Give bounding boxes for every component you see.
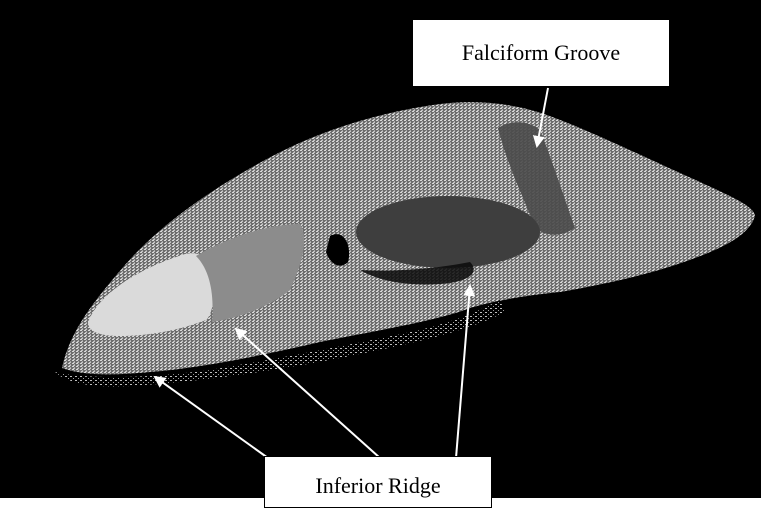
inferior-ridge-label-text: Inferior Ridge xyxy=(315,475,440,497)
inferior-ridge-label: Inferior Ridge xyxy=(264,456,492,508)
central-dark-region xyxy=(356,196,540,268)
falciform-groove-label: Falciform Groove xyxy=(412,19,670,87)
falciform-groove-label-text: Falciform Groove xyxy=(462,42,620,64)
